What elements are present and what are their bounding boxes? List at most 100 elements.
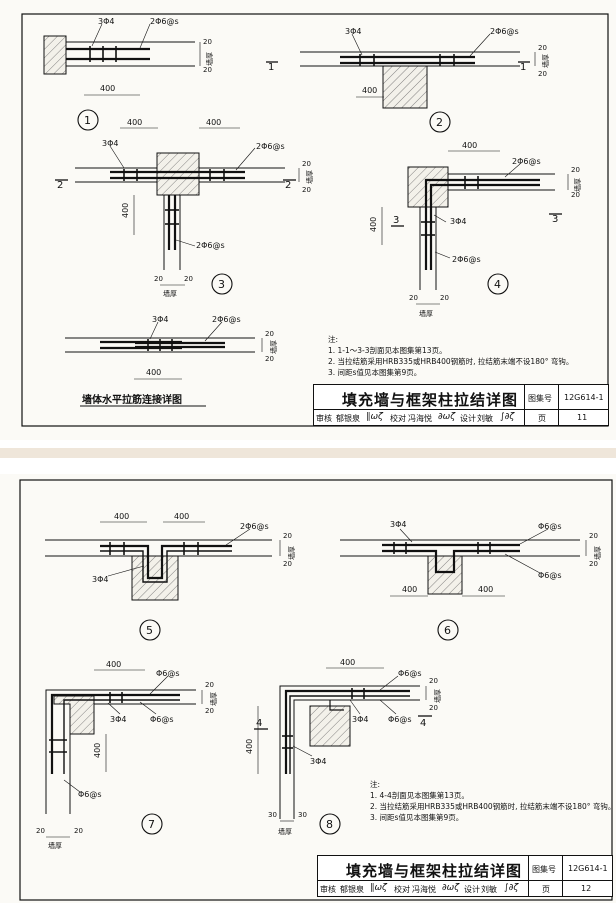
dim-400-vertical: 400 <box>93 743 102 758</box>
svg-text:20: 20 <box>302 186 311 194</box>
dim-400-top: 400 <box>462 141 477 150</box>
checker-name: 冯海悦 <box>408 414 432 423</box>
column-section <box>43 35 67 75</box>
note-2: 2. 当拉结筋采用HRB335或HRB400钢筋时, 拉结筋末端不设180° 弯… <box>370 802 616 811</box>
tie-label-middle: Φ6@s <box>150 715 174 724</box>
svg-text:20: 20 <box>265 355 274 363</box>
title-block: 填充墙与框架柱拉结详图 图集号 12G614-1 审核 郁银泉 ∥ωζ 校对 冯… <box>317 855 613 897</box>
section-mark-right: 4 <box>420 718 426 729</box>
sheet1-drawing: 3Φ4 2Φ6@s 400 20 20 墙厚 1 3Φ4 2Φ6@s 400 1… <box>21 13 609 427</box>
figure-number: 2 <box>436 116 443 129</box>
sheet-border <box>19 479 613 901</box>
note-1: 1. 4-4剖面见本图集第13页。 <box>370 791 469 800</box>
designer-name: 刘敏 <box>481 885 497 894</box>
reviewer-name: 郁银泉 <box>340 885 364 894</box>
svg-text:20: 20 <box>538 44 547 52</box>
rebar-label: 3Φ4 <box>102 139 118 148</box>
wall-thickness-label: 墙厚 <box>305 170 314 184</box>
tie-label-vertical: 2Φ6@s <box>196 241 225 250</box>
checker-signature: ∂ωζ <box>442 883 460 893</box>
rebar-label-vertical: 3Φ4 <box>310 757 326 766</box>
column-section <box>156 152 200 196</box>
wall-thickness-label: 墙厚 <box>278 827 292 836</box>
svg-text:20: 20 <box>265 330 274 338</box>
column-section <box>309 705 351 747</box>
svg-text:30: 30 <box>268 811 277 819</box>
dim-400-vertical: 400 <box>121 203 130 218</box>
figure-7: 400 Φ6@s 3Φ4 Φ6@s Φ6@s 400 20 20 墙厚 20 2… <box>36 660 218 850</box>
designer-name: 刘敏 <box>477 414 493 423</box>
figure-2: 3Φ4 2Φ6@s 400 1 1 20 20 墙厚 2 <box>266 27 550 133</box>
section-mark-left: 2 <box>57 180 63 191</box>
wall-thickness-label: 墙厚 <box>163 289 177 298</box>
figure-number: 7 <box>148 818 155 831</box>
tie-label-vertical: 2Φ6@s <box>452 255 481 264</box>
dim-400-left: 400 <box>402 585 417 594</box>
figure-number: 6 <box>444 624 451 637</box>
tie-label-horizontal: Φ6@s <box>398 669 422 678</box>
notes-block: 注: 1. 1-1～3-3剖面见本图集第13页。 2. 当拉结筋采用HRB335… <box>328 334 573 378</box>
svg-text:20: 20 <box>589 532 598 540</box>
column-section <box>407 166 449 208</box>
svg-text:20: 20 <box>203 38 212 46</box>
dim-400-left: 400 <box>114 512 129 521</box>
svg-text:20: 20 <box>184 275 193 283</box>
wall-thickness-label: 墙厚 <box>541 54 550 68</box>
wall-thickness-label: 墙厚 <box>419 309 433 318</box>
column-section <box>427 555 463 595</box>
wall-thickness-label: 墙厚 <box>48 841 62 850</box>
section-mark-left: 1 <box>268 62 274 73</box>
tie-label-horizontal: 2Φ6@s <box>512 157 541 166</box>
sheet2-drawing: 400 400 2Φ6@s 3Φ4 20 20 墙厚 5 3Φ4 Φ6@s Φ6… <box>19 479 613 901</box>
designer-signature: ∫∂ζ <box>504 883 519 893</box>
atlas-label: 图集号 <box>532 865 556 874</box>
section-mark-right: 2 <box>285 180 291 191</box>
checker-name: 冯海悦 <box>412 885 436 894</box>
designer-signature: ∫∂ζ <box>500 412 515 422</box>
tie-label-horizontal: Φ6@s <box>156 669 180 678</box>
column-section <box>382 65 428 109</box>
tie-label: 2Φ6@s <box>212 315 241 324</box>
page-number: 12 <box>581 884 592 893</box>
rebar-label: 3Φ4 <box>92 575 108 584</box>
svg-text:20: 20 <box>205 707 214 715</box>
figure-number: 4 <box>494 278 501 291</box>
wall-thickness-label: 墙厚 <box>287 546 296 560</box>
checker-signature: ∂ωζ <box>438 412 456 422</box>
notes-block: 注: 1. 4-4剖面见本图集第13页。 2. 当拉结筋采用HRB335或HRB… <box>370 779 615 823</box>
svg-text:20: 20 <box>283 532 292 540</box>
wall-thickness-label: 墙厚 <box>209 692 218 706</box>
section-mark-left: 4 <box>256 718 262 729</box>
svg-text:20: 20 <box>429 704 438 712</box>
svg-text:20: 20 <box>205 681 214 689</box>
notes-title: 注: <box>328 335 339 344</box>
rebar-label: 3Φ4 <box>152 315 168 324</box>
note-3: 3. 间距s值见本图集第9页。 <box>370 813 464 822</box>
figure-8: 400 Φ6@s 3Φ4 Φ6@s 3Φ4 400 4 4 20 20 墙厚 3… <box>245 658 442 836</box>
tie-label: 2Φ6@s <box>240 522 269 531</box>
reviewer-signature: ∥ωζ <box>370 883 387 893</box>
sheet-border <box>21 13 609 427</box>
reviewer-signature: ∥ωζ <box>366 412 383 422</box>
wall-thickness-label: 墙厚 <box>593 546 602 560</box>
figure-1: 3Φ4 2Φ6@s 400 20 20 墙厚 1 <box>43 17 214 131</box>
figure-horizontal-lap: 3Φ4 2Φ6@s 400 20 20 墙厚 <box>65 315 278 380</box>
section-mark-right: 1 <box>520 62 526 73</box>
tie-label: 2Φ6@s <box>150 17 179 26</box>
dim-400-vertical: 400 <box>369 217 378 232</box>
rebar-label: 3Φ4 <box>390 520 406 529</box>
drawing-sheet-page-12: 400 400 2Φ6@s 3Φ4 20 20 墙厚 5 3Φ4 Φ6@s Φ6… <box>0 474 616 903</box>
dim-400-right: 400 <box>478 585 493 594</box>
rebar-label: 3Φ4 <box>98 17 114 26</box>
svg-text:20: 20 <box>302 160 311 168</box>
figure-5: 400 400 2Φ6@s 3Φ4 20 20 墙厚 5 <box>45 512 296 641</box>
section-mark-left: 3 <box>393 215 399 226</box>
wall-thickness-label: 墙厚 <box>205 52 214 66</box>
tie-label-vertical: Φ6@s <box>78 790 102 799</box>
dim-400: 400 <box>146 368 161 377</box>
svg-text:30: 30 <box>298 811 307 819</box>
figure-3: 400 400 3Φ4 2Φ6@s 2Φ6@s 400 2 2 20 20 墙厚… <box>55 118 314 298</box>
page-number: 11 <box>577 413 588 422</box>
svg-text:20: 20 <box>538 70 547 78</box>
figure-number: 3 <box>218 278 225 291</box>
